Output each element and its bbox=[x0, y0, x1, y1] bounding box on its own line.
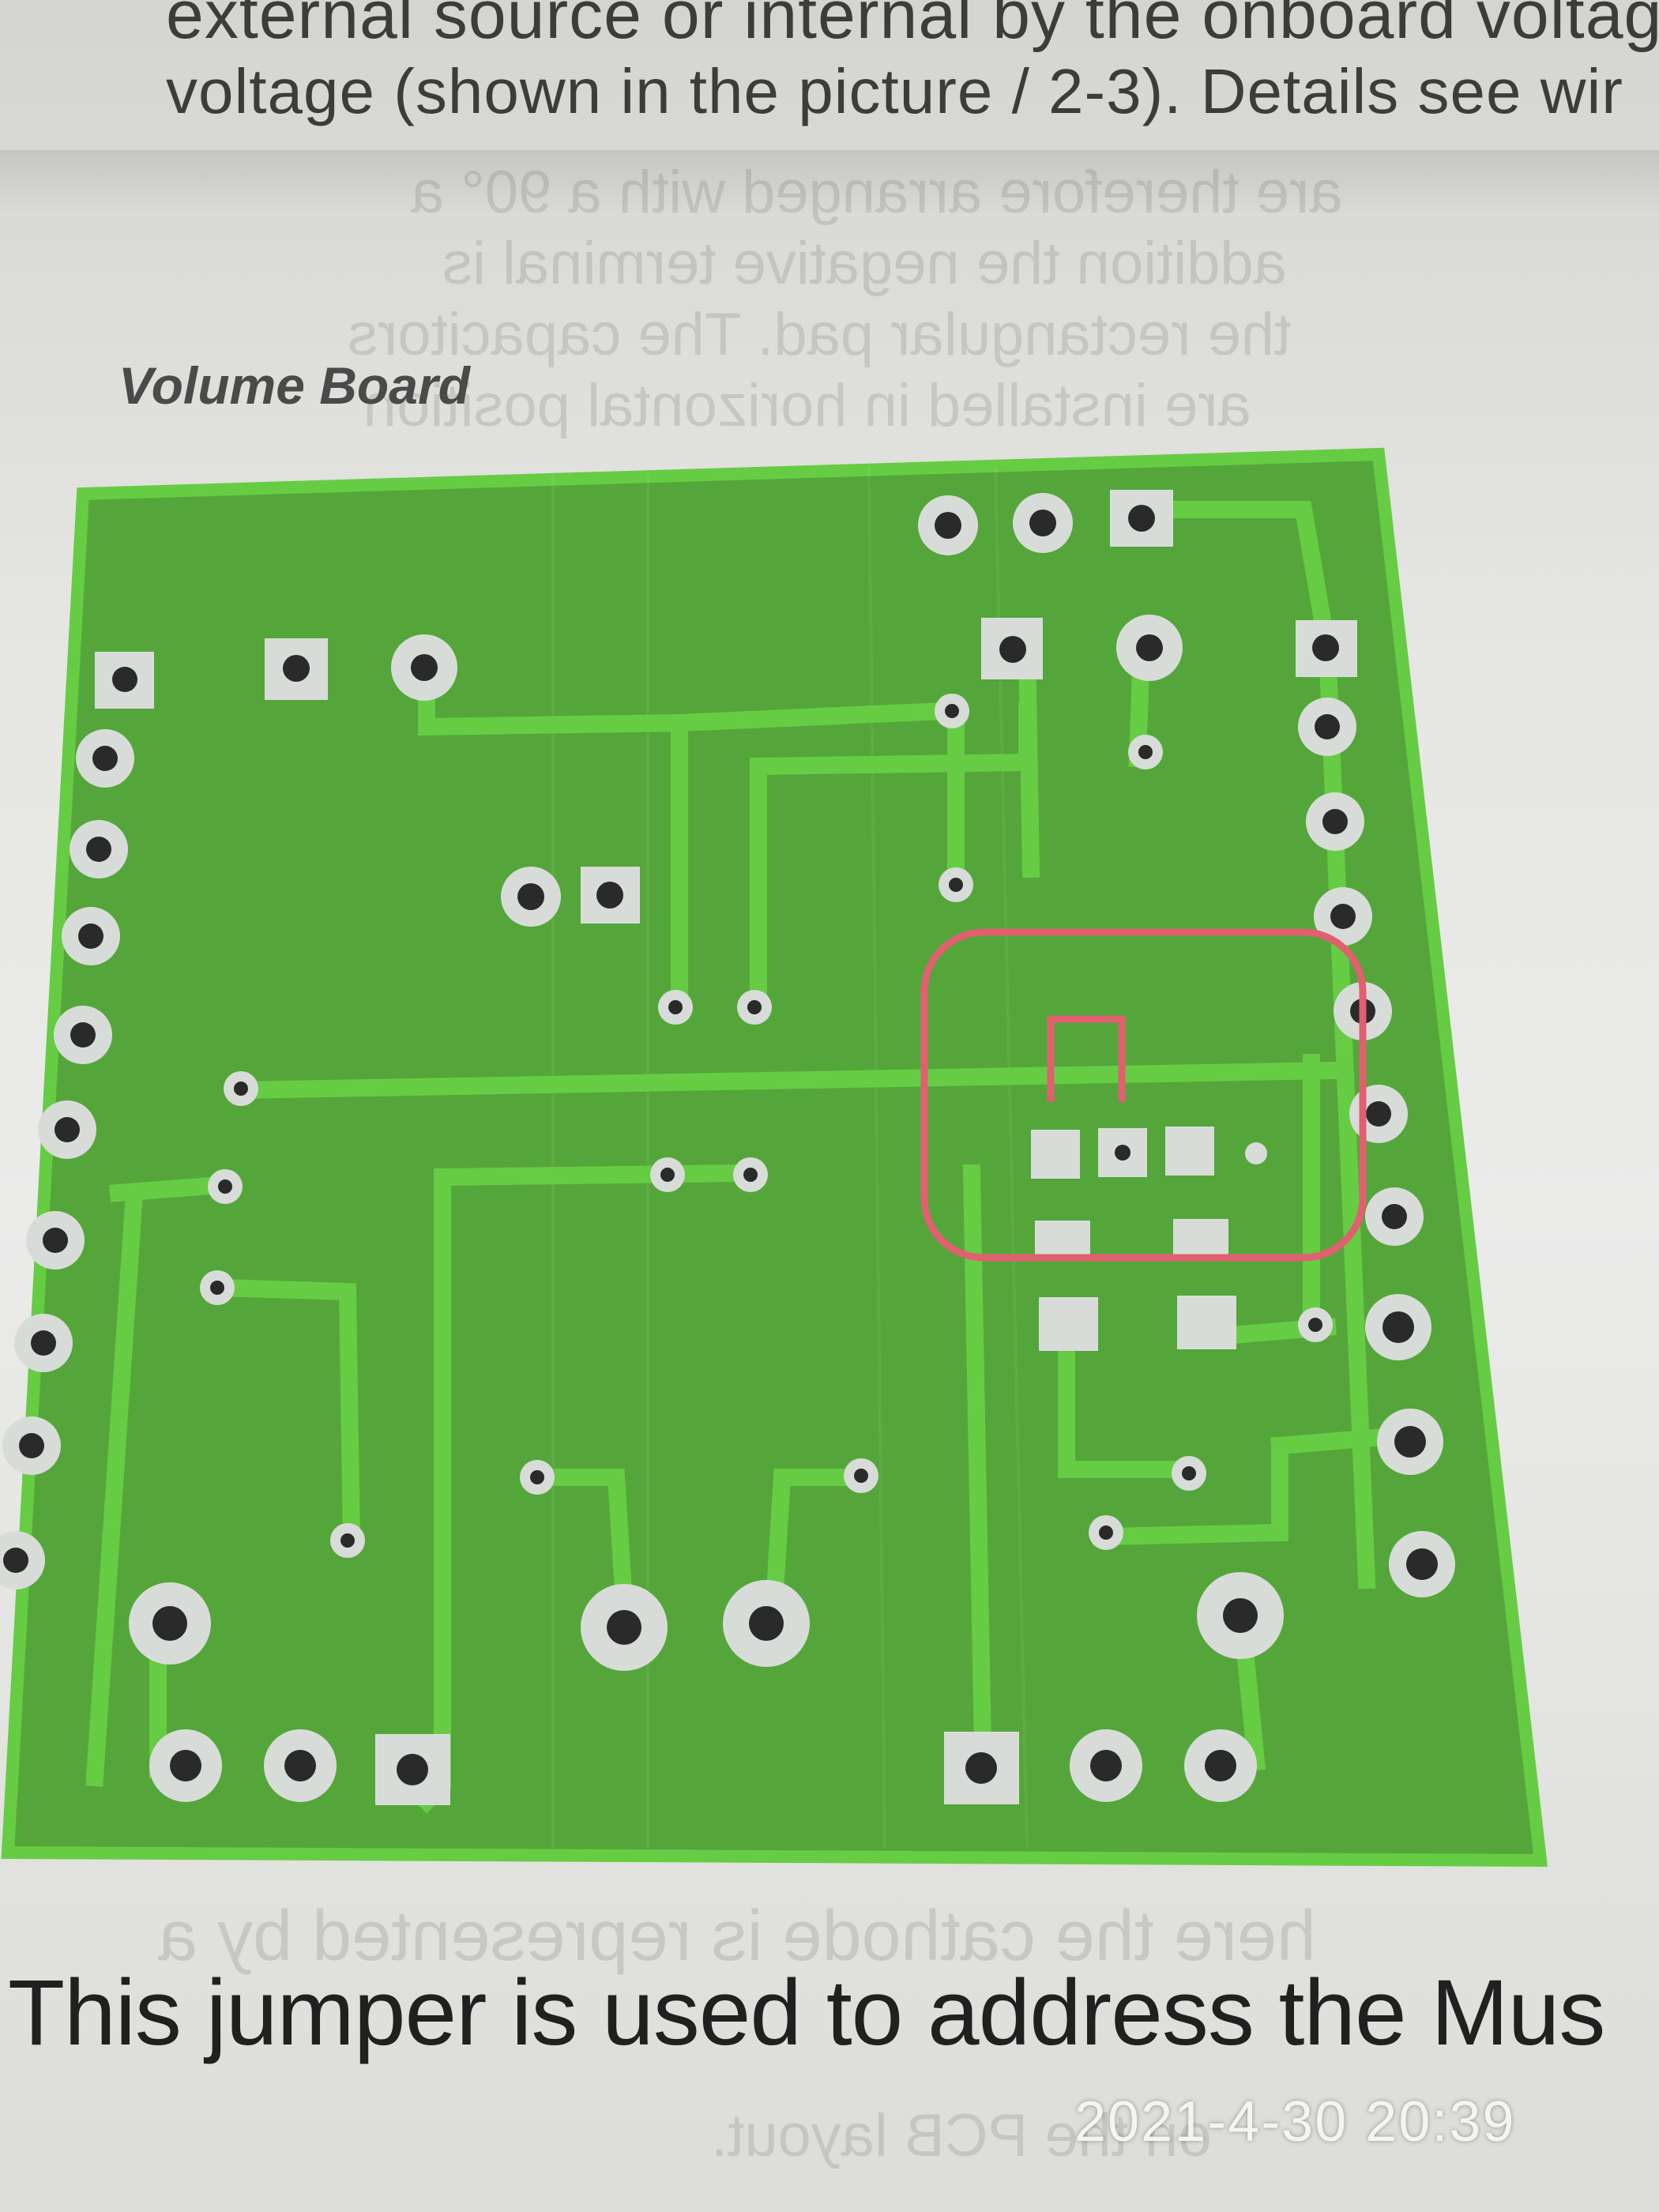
figure-caption: Volume Board bbox=[118, 356, 470, 415]
jumper-center-hole bbox=[1115, 1145, 1130, 1161]
highlight-rounded-box bbox=[920, 928, 1367, 1262]
through-hole-pads bbox=[0, 490, 1455, 1805]
bottom-text-line: This jumper is used to address the Mus bbox=[8, 1961, 1605, 2065]
board-outline-trace bbox=[1, 447, 1548, 1868]
pcb-board bbox=[8, 454, 1540, 1860]
photo-timestamp: 2021-4-30 20:39 bbox=[1074, 2090, 1516, 2154]
jumper-bridge-symbol bbox=[1047, 1015, 1126, 1102]
top-text-line-2: voltage (shown in the picture / 2-3). De… bbox=[166, 56, 1623, 126]
top-text-line-1: external source or internal by the onboa… bbox=[166, 0, 1659, 53]
jumper-smd-pads bbox=[1031, 1127, 1236, 1351]
jumper-highlight-marker bbox=[920, 928, 1367, 1262]
page-fold-shadow bbox=[0, 150, 1659, 213]
